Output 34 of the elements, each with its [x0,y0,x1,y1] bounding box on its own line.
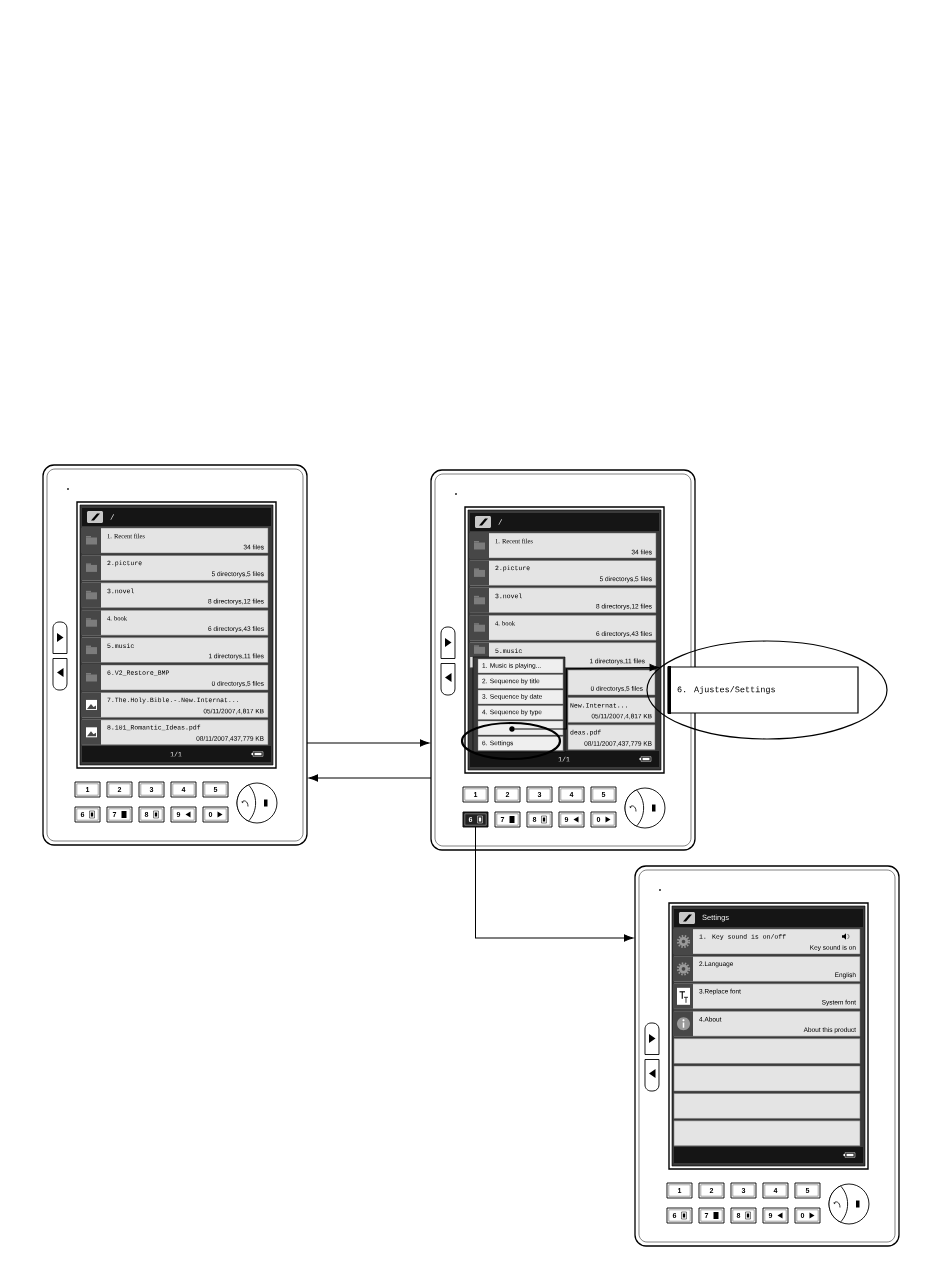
list-row [673,1093,861,1119]
list-row [469,532,657,559]
list-row [673,1038,861,1064]
arrow [308,774,432,782]
title-bar [470,513,659,531]
list-row [81,637,269,663]
arrow [514,663,659,730]
title-bar [674,909,863,927]
title-bar [82,508,271,526]
list-row [81,527,269,554]
list-row [81,692,269,718]
list-row [81,609,269,636]
callout-box: 6. Ajustes/Settings [667,666,859,714]
list-row [567,697,656,723]
list-row [673,956,861,982]
list-row [81,582,269,609]
arrow [306,739,430,747]
status-bar [82,746,271,762]
list-row [81,664,269,691]
list-row [567,724,656,751]
list-row [81,555,269,581]
arrow [475,826,634,942]
list-row [469,560,657,586]
list-row [469,614,657,641]
list-row [673,1120,861,1147]
list-row [673,1065,861,1092]
list-row [673,983,861,1010]
callout-ellipse [646,640,888,740]
list-row [673,928,861,955]
list-row [673,1010,861,1037]
status-bar [674,1147,863,1163]
list-row [469,587,657,614]
list-row [81,719,269,746]
list-row [567,669,656,696]
